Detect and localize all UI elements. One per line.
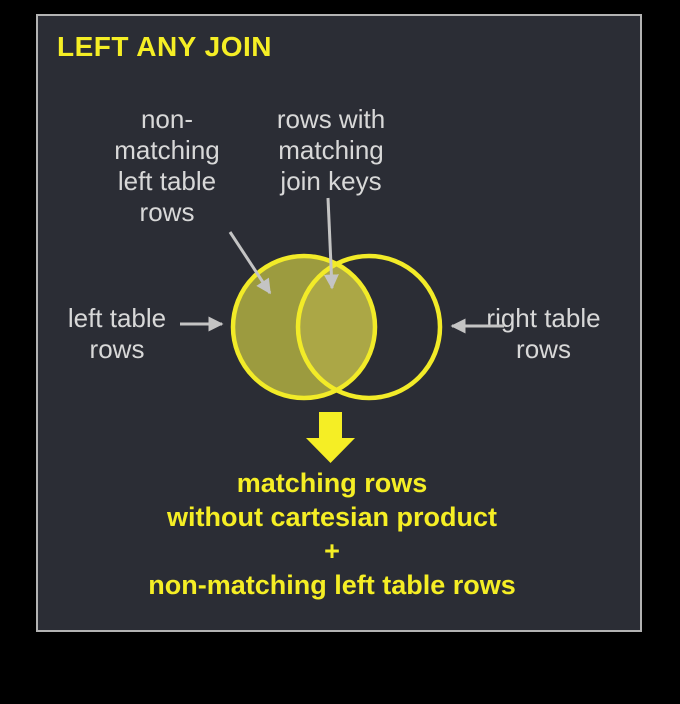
label-line: non- (140, 104, 194, 134)
result-line: non-matching left table rows (148, 570, 516, 600)
result-line: matching rows (236, 468, 428, 498)
label-line: rows (89, 334, 145, 364)
label-line: rows with (276, 104, 386, 134)
diagram-title: LEFT ANY JOIN (57, 31, 272, 62)
label-line: right table (486, 303, 601, 333)
label-line: rows (139, 197, 195, 227)
label-line: matching (278, 135, 384, 165)
label-left-table-rows: left table rows (42, 303, 192, 365)
label-right-table-rows: right table rows (466, 303, 621, 365)
label-line: matching (114, 135, 220, 165)
label-rows-matching-join-keys: rows with matching join keys (246, 104, 416, 197)
label-line: join keys (280, 166, 382, 196)
label-line: left table (67, 303, 167, 333)
label-line: rows (516, 334, 571, 364)
label-non-matching-left-rows: non- matching left table rows (82, 104, 252, 228)
result-line: without cartesian product (166, 502, 498, 532)
result-line: + (324, 536, 340, 566)
label-line: left table (117, 166, 217, 196)
result-text: matching rows without cartesian product … (82, 466, 582, 602)
